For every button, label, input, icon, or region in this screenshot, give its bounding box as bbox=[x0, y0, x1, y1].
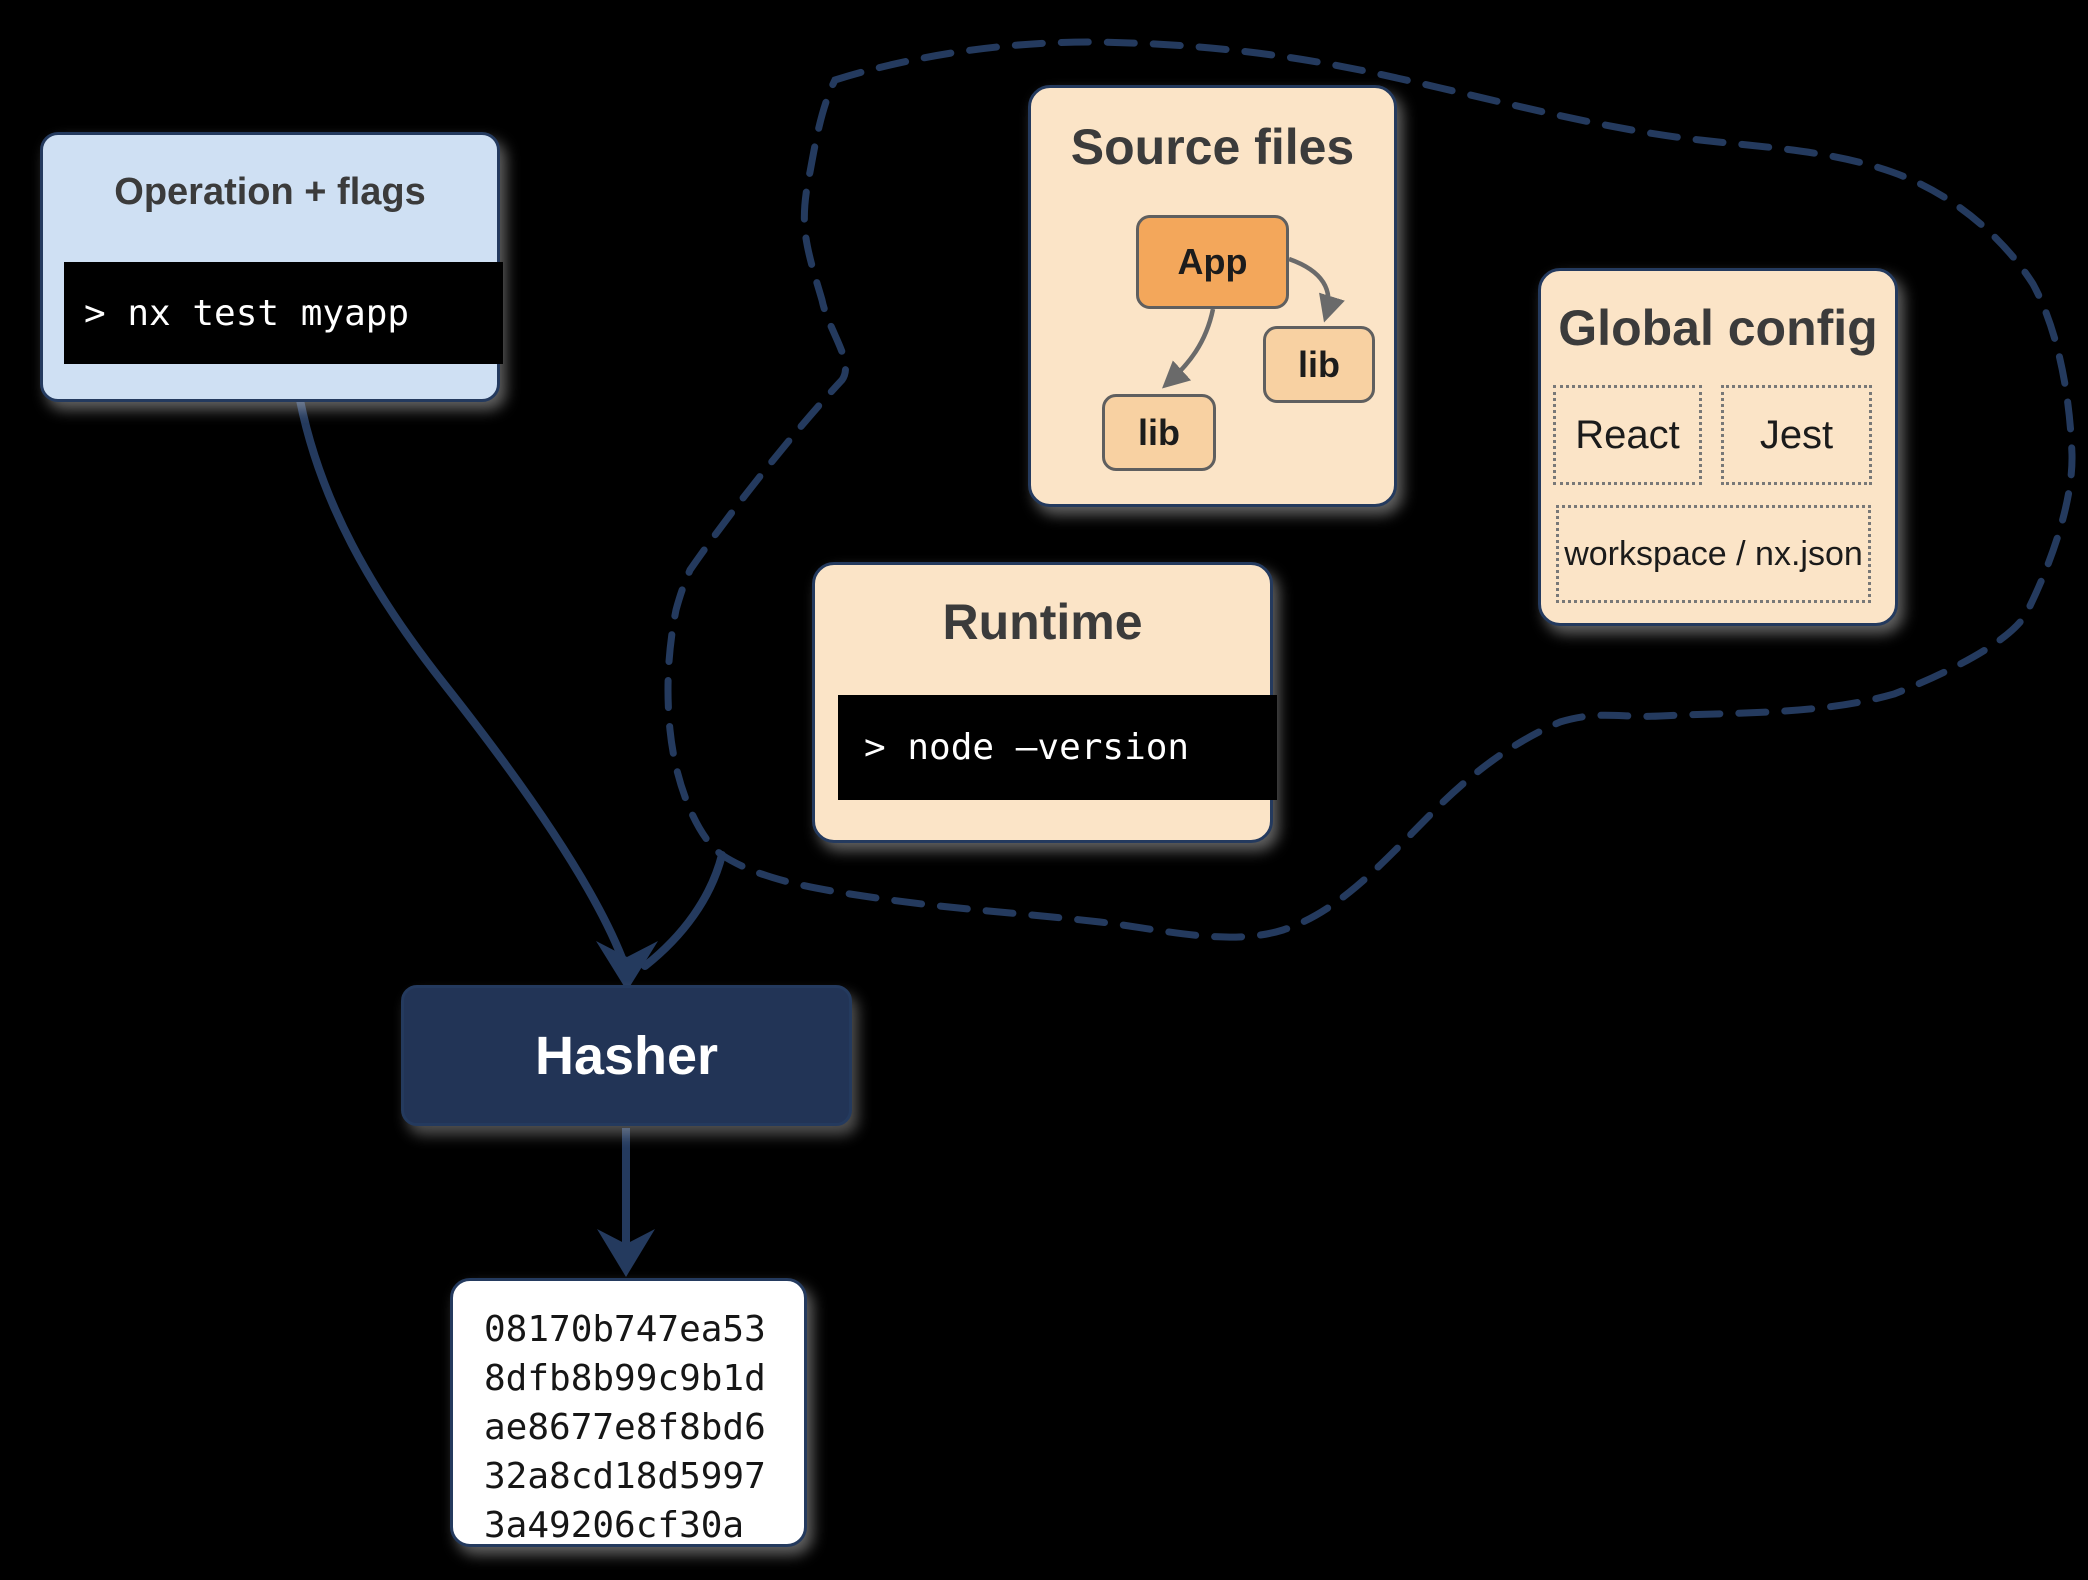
runtime-terminal: > node –version bbox=[838, 695, 1277, 800]
hash-line: 3a49206cf30a bbox=[484, 1505, 745, 1546]
operation-flags-box: Operation + flags > nx test myapp bbox=[40, 132, 503, 402]
app-to-lib2-arrow bbox=[1288, 256, 1345, 323]
operation-flags-title: Operation + flags bbox=[114, 171, 426, 213]
operation-terminal: > nx test myapp bbox=[64, 262, 503, 364]
source-files-box: Source files App lib lib bbox=[1028, 85, 1397, 507]
hasher-box: Hasher bbox=[401, 985, 852, 1126]
runtime-command: > node –version bbox=[864, 727, 1190, 768]
hash-line: 32a8cd18d5997 bbox=[484, 1456, 766, 1497]
global-config-box: Global config React Jest workspace / nx.… bbox=[1538, 268, 1898, 626]
hasher-label: Hasher bbox=[534, 1025, 719, 1086]
app-node: App bbox=[1136, 215, 1289, 309]
hash-output-box: 08170b747ea53 8dfb8b99c9b1d ae8677e8f8bd… bbox=[450, 1278, 807, 1547]
hash-arrowhead-icon bbox=[597, 1229, 655, 1277]
operation-to-hasher-arrow bbox=[296, 396, 626, 962]
runtime-title: Runtime bbox=[942, 594, 1143, 650]
lib-node-left: lib bbox=[1102, 394, 1216, 471]
workspace-config-item: workspace / nx.json bbox=[1556, 505, 1871, 603]
operation-command: > nx test myapp bbox=[84, 292, 410, 334]
react-config-item: React bbox=[1553, 385, 1702, 485]
hash-line: 8dfb8b99c9b1d bbox=[484, 1358, 766, 1399]
cloud-to-hasher-arrow bbox=[641, 851, 726, 970]
global-config-title: Global config bbox=[1558, 300, 1878, 356]
jest-config-item: Jest bbox=[1721, 385, 1872, 485]
runtime-box: Runtime > node –version bbox=[812, 562, 1277, 843]
hasher-arrowhead-icon bbox=[596, 941, 658, 991]
hash-line: ae8677e8f8bd6 bbox=[484, 1407, 766, 1448]
source-files-title: Source files bbox=[1070, 119, 1355, 175]
hash-line: 08170b747ea53 bbox=[484, 1309, 766, 1350]
app-to-lib1-arrow bbox=[1162, 308, 1216, 389]
lib-node-right: lib bbox=[1263, 326, 1375, 403]
